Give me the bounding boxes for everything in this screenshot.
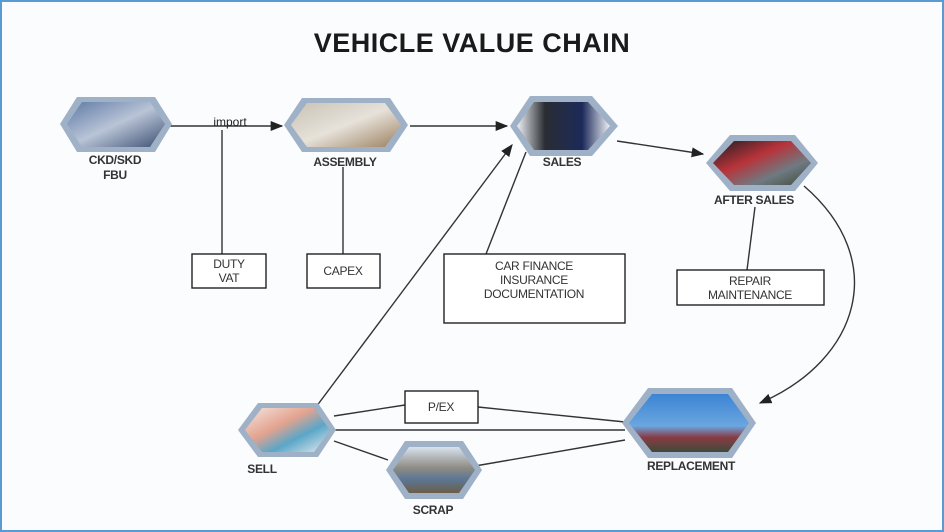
connectors: [168, 120, 856, 467]
box-line2: INSURANCE: [500, 273, 568, 287]
box-line1: DUTY: [213, 257, 245, 271]
scrapyard-image: [393, 447, 475, 493]
car-crusher-image: [629, 394, 749, 452]
box-pex: P/EX: [404, 390, 479, 424]
box-line1: CAPEX: [323, 264, 362, 278]
box-repair: REPAIR MAINTENANCE: [676, 269, 825, 306]
box-capex: CAPEX: [306, 253, 381, 289]
node-label: SALES: [543, 155, 582, 169]
mechanic-image: [713, 141, 811, 185]
edge-aftersales-to-repair: [746, 206, 756, 271]
car-keys-image: [245, 408, 330, 452]
edge-sell-to-sales: [315, 143, 513, 408]
box-line1: P/EX: [428, 400, 454, 414]
node-sell[interactable]: SELL: [238, 403, 336, 476]
node-replacement[interactable]: REPLACEMENT: [622, 388, 756, 473]
edge-sales-to-finance: [485, 151, 527, 255]
node-scrap[interactable]: SCRAP: [386, 441, 482, 517]
edge-aftersales-to-replacement: [758, 185, 856, 404]
cars-showroom-image: [517, 102, 610, 150]
edge-scrap-to-replacement: [474, 439, 626, 467]
node-sales[interactable]: SALES: [510, 96, 618, 169]
car-parts-image: [67, 102, 165, 147]
edge-sales-to-aftersales: [616, 140, 705, 158]
node-label: SCRAP: [413, 503, 454, 517]
node-label-line2: FBU: [103, 168, 127, 182]
edge-pex-to-replacement: [477, 406, 626, 423]
node-label: SELL: [247, 462, 276, 476]
box-finance: CAR FINANCE INSURANCE DOCUMENTATION: [443, 253, 626, 324]
box-duty-vat: DUTY VAT: [191, 253, 267, 289]
node-label: ASSEMBLY: [313, 155, 376, 169]
box-line2: VAT: [219, 271, 241, 285]
diagram-title: VEHICLE VALUE CHAIN: [313, 28, 631, 58]
box-line1: CAR FINANCE: [495, 259, 573, 273]
import-label: import: [213, 115, 247, 129]
node-label: REPLACEMENT: [647, 459, 736, 473]
edge-sell-to-scrap: [333, 440, 389, 461]
edge-sell-to-pex: [333, 404, 406, 417]
box-line3: DOCUMENTATION: [484, 287, 584, 301]
node-label: AFTER SALES: [714, 193, 794, 207]
node-ckd-skd[interactable]: CKD/SKD FBU: [60, 97, 172, 182]
node-after-sales[interactable]: AFTER SALES: [706, 135, 818, 207]
box-line2: MAINTENANCE: [708, 288, 792, 302]
node-assembly[interactable]: ASSEMBLY: [284, 98, 408, 169]
box-line1: REPAIR: [729, 274, 772, 288]
assembly-line-image: [291, 103, 401, 147]
node-label-line1: CKD/SKD: [89, 153, 142, 167]
